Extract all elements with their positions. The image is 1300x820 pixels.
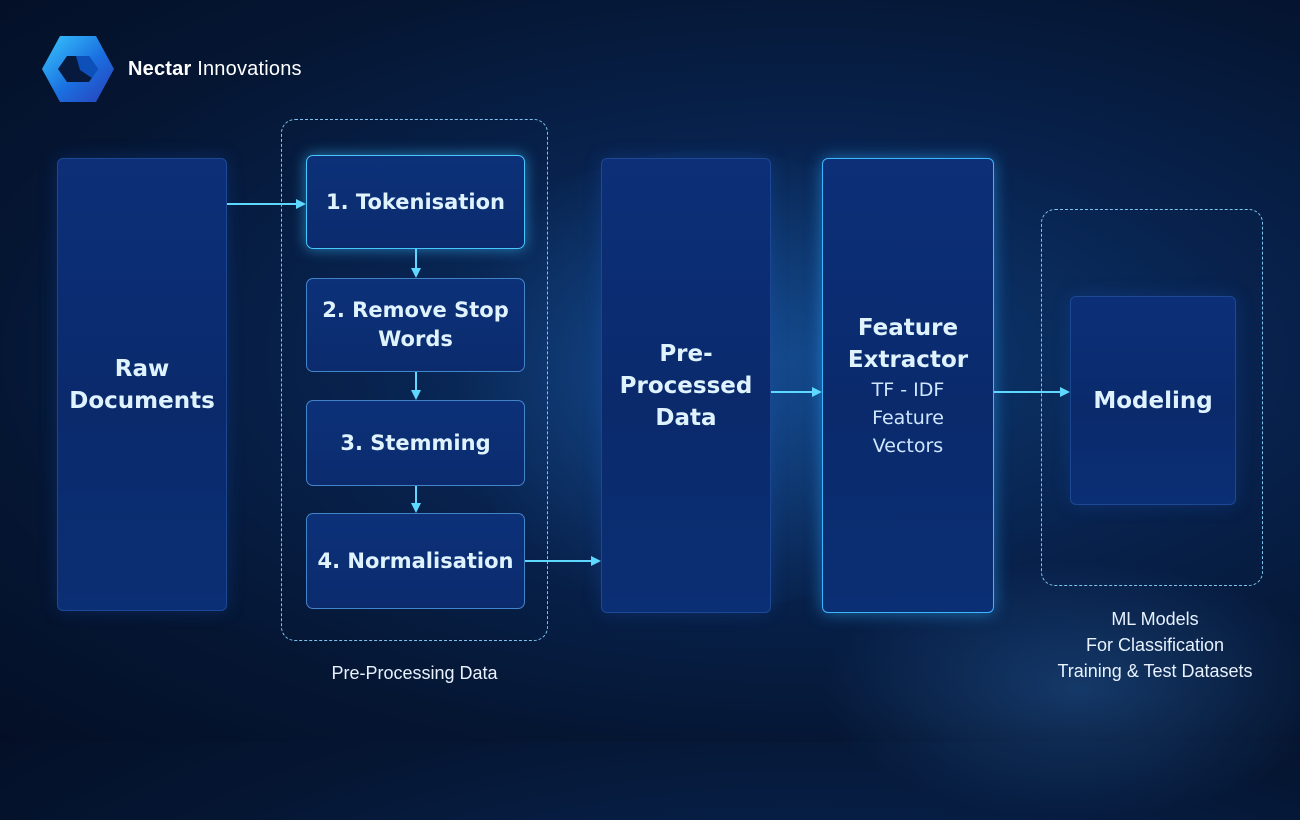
feature-sub-line3: Vectors bbox=[872, 434, 944, 457]
modeling-box: Modeling bbox=[1070, 296, 1236, 505]
step-remove-stop-words-line1: 2. Remove Stop bbox=[322, 298, 509, 322]
step-tokenisation-label: 1. Tokenisation bbox=[326, 189, 505, 214]
preprocessing-group bbox=[281, 119, 548, 641]
raw-documents-line2: Documents bbox=[69, 387, 215, 414]
preprocessed-line2: Processed bbox=[619, 372, 753, 399]
raw-documents-line1: Raw bbox=[114, 355, 170, 382]
step-stemming: 3. Stemming bbox=[306, 400, 525, 486]
step-remove-stop-words-line2: Words bbox=[378, 327, 453, 351]
feature-title-line1: Feature bbox=[857, 314, 959, 341]
modeling-label: Modeling bbox=[1093, 387, 1213, 414]
feature-sub-line2: Feature bbox=[872, 406, 944, 429]
modeling-group bbox=[1041, 209, 1263, 586]
hexagon-logo-icon bbox=[42, 36, 114, 102]
ml-models-caption: ML Models For Classification Training & … bbox=[1030, 606, 1280, 684]
brand-logo: Nectar Innovations bbox=[40, 34, 302, 104]
brand-name-bold: Nectar bbox=[128, 57, 192, 80]
brand-name: Nectar Innovations bbox=[128, 58, 302, 81]
feature-title-line2: Extractor bbox=[847, 346, 969, 373]
step-normalisation-label: 4. Normalisation bbox=[317, 548, 514, 573]
step-remove-stop-words: 2. Remove Stop Words bbox=[306, 278, 525, 372]
step-stemming-label: 3. Stemming bbox=[340, 430, 491, 455]
feature-extractor-box: Feature Extractor TF - IDF Feature Vecto… bbox=[822, 158, 994, 613]
preprocessed-line1: Pre- bbox=[659, 340, 713, 367]
ml-caption-line3: Training & Test Datasets bbox=[1057, 661, 1253, 681]
step-normalisation: 4. Normalisation bbox=[306, 513, 525, 609]
connector-arrows bbox=[227, 199, 1070, 566]
feature-sub-line1: TF - IDF bbox=[871, 378, 945, 401]
ml-caption-line1: ML Models bbox=[1111, 609, 1199, 629]
preprocessed-line3: Data bbox=[655, 404, 717, 431]
brand-name-rest: Innovations bbox=[191, 57, 302, 80]
step-tokenisation: 1. Tokenisation bbox=[306, 155, 525, 249]
raw-documents-box: Raw Documents bbox=[57, 158, 227, 611]
ml-caption-line2: For Classification bbox=[1085, 635, 1225, 655]
preprocessed-data-box: Pre- Processed Data bbox=[601, 158, 771, 613]
preprocessing-caption: Pre-Processing Data bbox=[331, 663, 498, 683]
